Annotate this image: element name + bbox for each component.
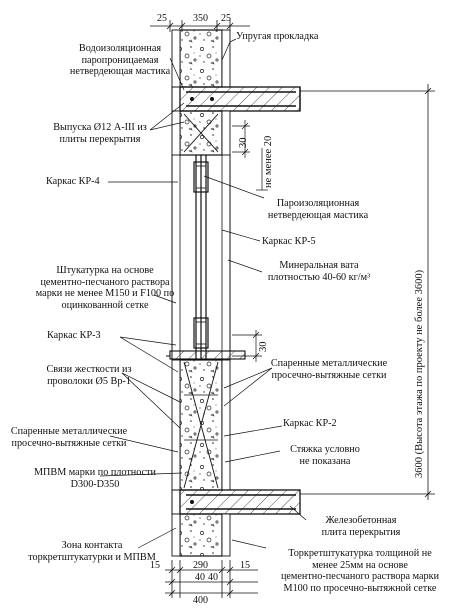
label-mpvm-line1: МПВМ марки по плотности xyxy=(33,467,157,478)
label-paired-mesh-left: Спаренные металлические просечно-вытяжны… xyxy=(4,426,134,449)
label-waterproof-mastic-line1: Водоизоляционная xyxy=(78,43,162,54)
label-mineral-wool-line1: Минеральная вата xyxy=(279,260,359,271)
window-opening xyxy=(171,155,231,360)
lower-floor-slab xyxy=(171,489,301,515)
dim-bottom-40-left: 40 xyxy=(195,572,205,583)
label-rebar-outlets-line1: Выпуска Ø12 А-III из xyxy=(53,122,147,133)
dim-top-25-left: 25 xyxy=(157,13,167,24)
label-shotcrete-line1: Торкретштукатурка толщиной не xyxy=(288,548,432,559)
label-paired-mesh-right: Спаренные металлические просечно-вытяжны… xyxy=(264,358,394,381)
label-rebar-outlets: Выпуска Ø12 А-III из плиты перекрытия xyxy=(40,122,160,145)
label-plaster-line1: Штукатурка на основе xyxy=(56,265,154,276)
label-plaster-line3: марки не менее М150 и F100 по xyxy=(35,288,175,299)
bottom-wall-block xyxy=(171,513,231,557)
label-paired-mesh-right-line2: просечно-вытяжные сетки xyxy=(271,369,387,381)
upper-wall-block xyxy=(171,29,231,88)
label-waterproof-mastic-line2: паропроницаемая xyxy=(81,54,159,66)
label-screed-line1: Стяжка условно xyxy=(290,444,360,455)
label-plaster: Штукатурка на основе цементно-песчаного … xyxy=(30,265,180,311)
label-stiffness-ties-line1: Связи жесткости из xyxy=(46,364,132,375)
label-contact-zone: Зона контакта торкретштукатурки и МПВМ xyxy=(22,540,162,563)
label-rc-slab-line2: плита перекрытия xyxy=(321,526,401,538)
dim-bottom-40-right: 40 xyxy=(208,572,218,583)
dim-top-350: 350 xyxy=(193,13,208,24)
leader-lines xyxy=(99,38,307,549)
label-paired-mesh-right-line1: Спаренные металлические xyxy=(270,358,388,369)
dim-top-25-right: 25 xyxy=(221,13,231,24)
label-shotcrete-line3: цементно-песчаного раствора марки xyxy=(280,571,440,582)
dim-bottom-15-right: 15 xyxy=(240,560,250,571)
label-elastic-gasket: Упругая прокладка xyxy=(236,31,319,42)
label-frame-kr2: Каркас КР-2 xyxy=(283,418,337,429)
window-sill xyxy=(166,350,246,360)
label-mineral-wool: Минеральная вата плотностью 40-60 кг/м³ xyxy=(254,260,384,283)
label-stiffness-ties-line2: проволоки Ø5 Вр-1 xyxy=(47,375,131,387)
label-frame-kr4: Каркас КР-4 xyxy=(46,176,100,187)
label-shotcrete: Торкретштукатурка толщиной не менее 25мм… xyxy=(262,548,458,594)
floor-height-label: 3600 (Высота этажа по проекту не более 3… xyxy=(414,269,425,478)
label-shotcrete-line4: М100 по просечно-вытяжной сетке xyxy=(283,582,437,594)
label-paired-mesh-left-line1: Спаренные металлические xyxy=(10,426,128,437)
label-frame-kr3: Каркас КР-3 xyxy=(47,330,101,341)
ring-beam-block xyxy=(171,110,231,156)
dim-inner-30-upper: 30 xyxy=(238,137,249,149)
label-screed: Стяжка условно не показана xyxy=(270,444,380,467)
label-rc-slab: Железобетонная плита перекрытия xyxy=(306,515,416,538)
label-mpvm: МПВМ марки по плотности D300-D350 xyxy=(30,467,160,490)
label-frame-kr5: Каркас КР-5 xyxy=(262,236,316,247)
label-contact-zone-line2: торкретштукатурки и МПВМ xyxy=(28,551,156,563)
label-screed-line2: не показана xyxy=(299,455,351,467)
label-stiffness-ties: Связи жесткости из проволоки Ø5 Вр-1 xyxy=(36,364,142,387)
floor-height-dimension xyxy=(300,84,435,500)
dim-bottom-15-left: 15 xyxy=(150,560,160,571)
inner-dimensions xyxy=(232,120,268,362)
top-dimension xyxy=(150,20,250,32)
label-rebar-outlets-line2: плиты перекрытия xyxy=(59,133,141,145)
label-paired-mesh-left-line2: просечно-вытяжные сетки xyxy=(11,437,127,449)
label-mineral-wool-line2: плотностью 40-60 кг/м³ xyxy=(267,271,371,283)
dim-bottom-total-400: 400 xyxy=(193,595,208,606)
dim-bottom-290: 290 xyxy=(193,560,208,571)
bottom-dimensions xyxy=(165,560,258,598)
label-mpvm-line2: D300-D350 xyxy=(70,478,120,490)
upper-floor-slab xyxy=(171,86,301,112)
label-waterproof-mastic: Водоизоляционная паропроницаемая нетверд… xyxy=(60,43,180,78)
lower-wall-block xyxy=(171,359,231,491)
label-plaster-line4: оцинкованной сетке xyxy=(61,299,149,311)
label-vapor-mastic-line2: нетвердеющая мастика xyxy=(267,209,369,221)
label-plaster-line2: цементно-песчаного раствора xyxy=(40,276,170,288)
label-waterproof-mastic-line3: нетвердеющая мастика xyxy=(69,66,171,77)
label-rc-slab-line1: Железобетонная xyxy=(325,515,397,526)
label-vapor-mastic: Пароизоляционная нетвердеющая мастика xyxy=(258,198,378,221)
dim-inner-30-lower: 30 xyxy=(258,341,269,353)
dim-min-20: не менее 20 xyxy=(263,135,274,188)
label-contact-zone-line1: Зона контакта xyxy=(61,540,123,551)
label-shotcrete-line2: менее 25мм на основе xyxy=(312,559,408,571)
label-vapor-mastic-line1: Пароизоляционная xyxy=(276,198,360,209)
